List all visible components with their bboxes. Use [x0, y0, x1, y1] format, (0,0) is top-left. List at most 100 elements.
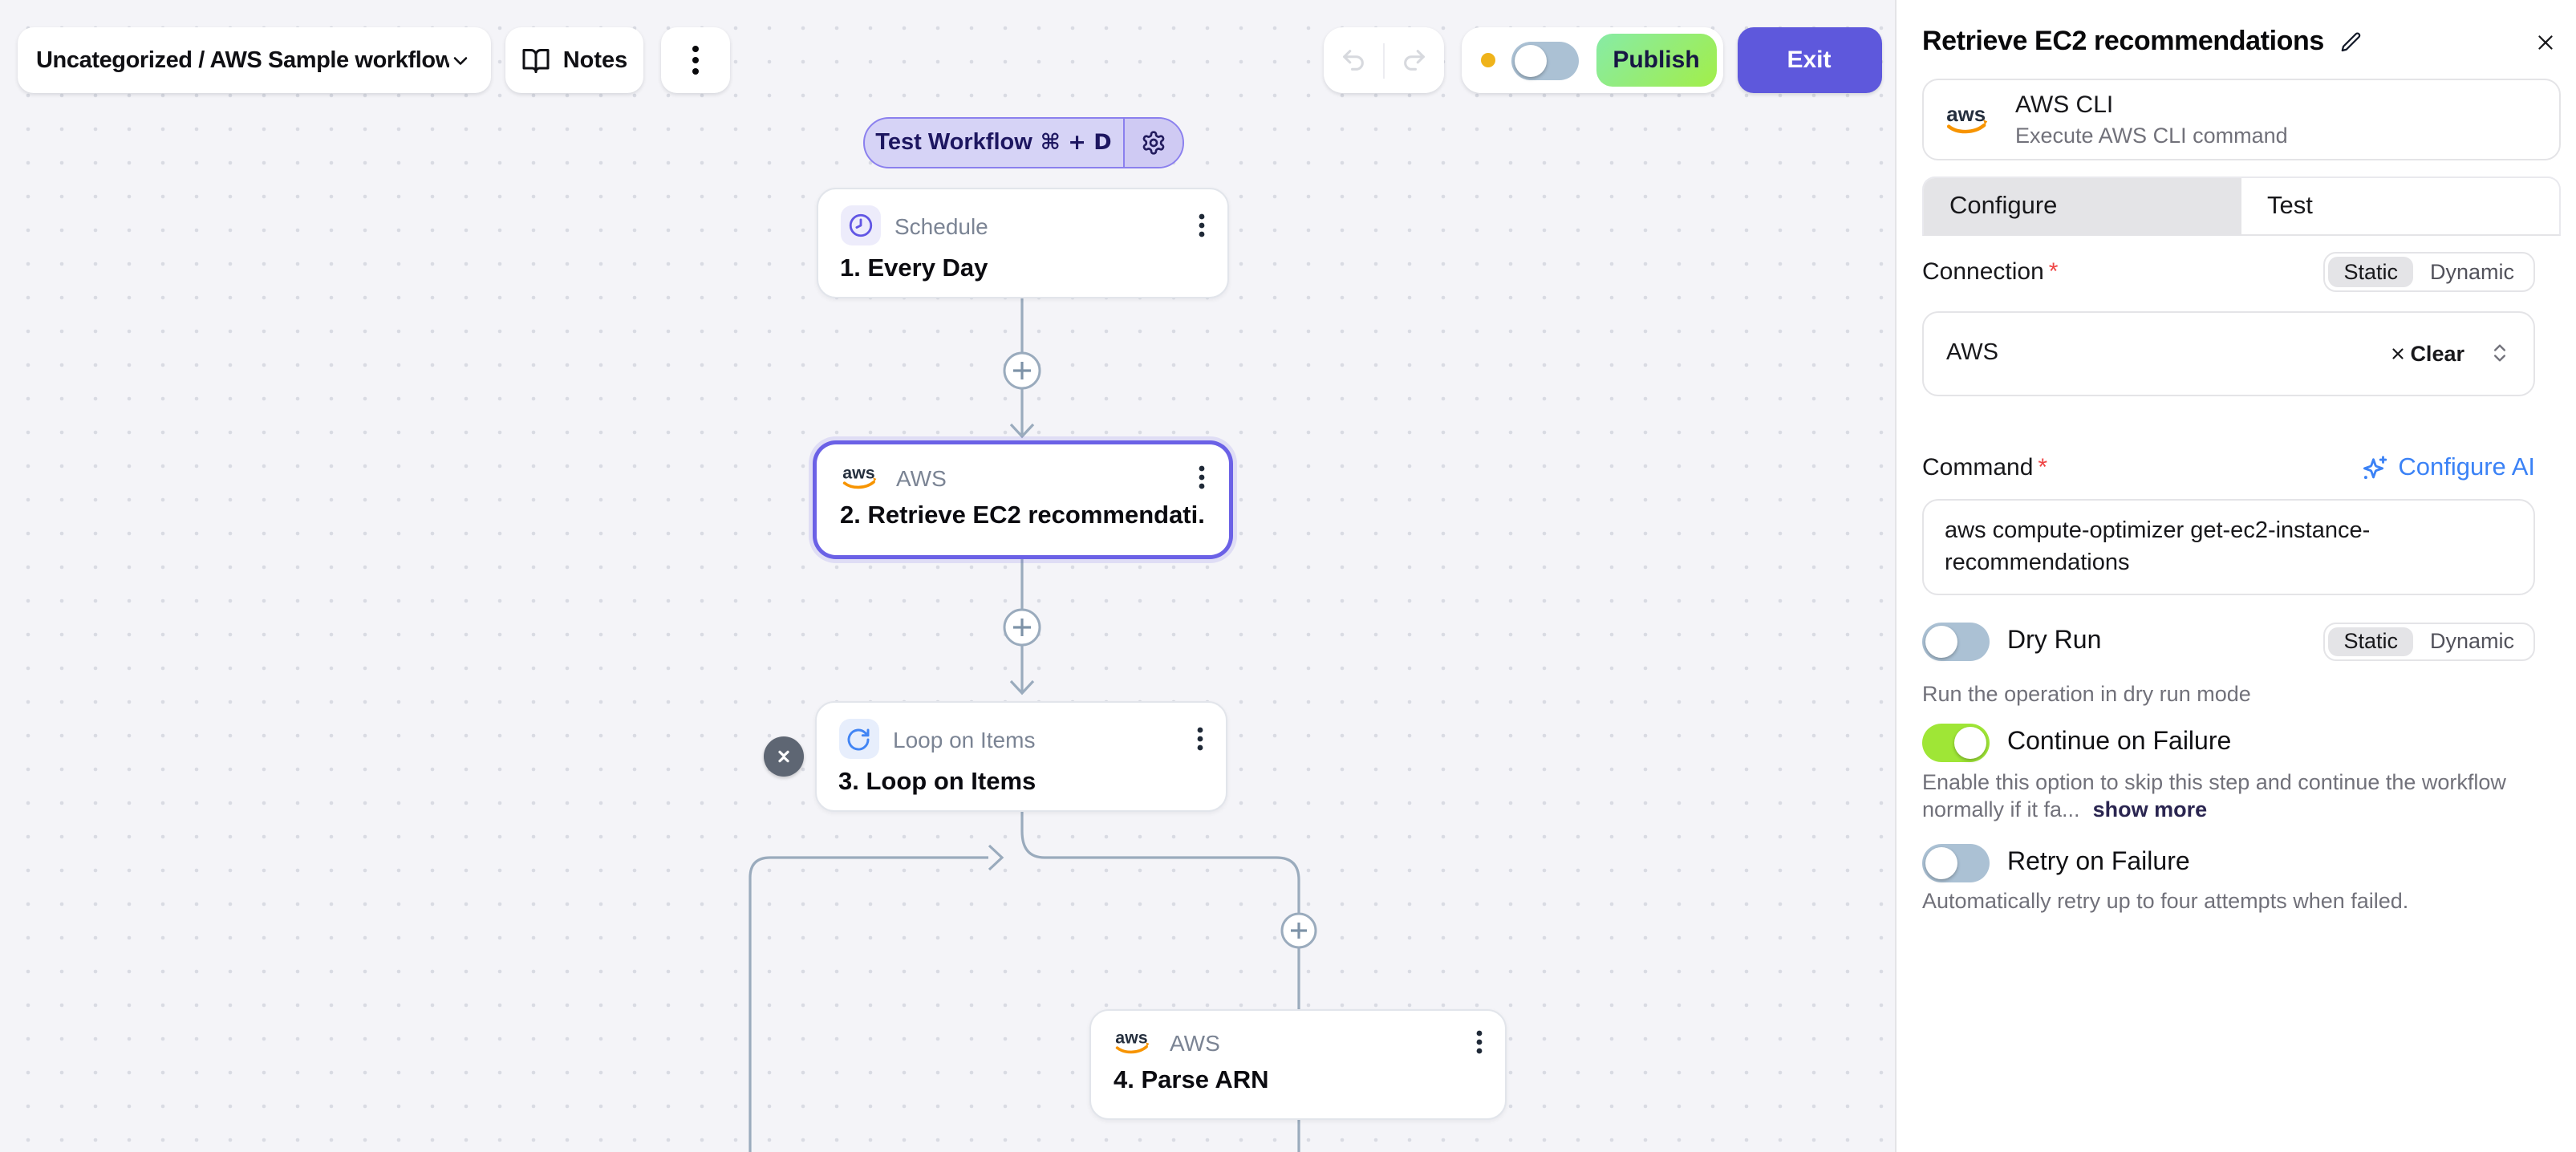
node-menu-icon[interactable]	[1476, 1030, 1483, 1054]
retry-on-failure-help: Automatically retry up to four attempts …	[1922, 889, 2409, 913]
notes-button[interactable]: Notes	[505, 27, 643, 93]
panel-tabs: Configure Test	[1922, 176, 2561, 236]
gear-icon	[1142, 131, 1165, 155]
test-workflow-label: Test Workflow	[875, 130, 1032, 156]
step-node-schedule[interactable]: Schedule 1. Every Day	[816, 188, 1228, 298]
required-asterisk: *	[2038, 454, 2048, 481]
connector-arrow-icon	[1009, 679, 1035, 696]
workflow-connectors	[748, 298, 1317, 1152]
svg-text:aws: aws	[1946, 103, 1986, 126]
workflow-menu-button[interactable]	[661, 27, 729, 93]
piece-description: Execute AWS CLI command	[2015, 124, 2288, 148]
toggle-knob	[1925, 847, 1957, 879]
step-settings-panel: Retrieve EC2 recommendations aws AWS CLI	[1894, 0, 2576, 1152]
pencil-icon	[2342, 31, 2362, 51]
toggle-knob	[1925, 625, 1957, 658]
close-icon	[2538, 34, 2553, 49]
connection-static-option[interactable]: Static	[2327, 257, 2414, 286]
dry-run-toggle[interactable]	[1922, 622, 1990, 661]
publish-group: Publish	[1461, 27, 1722, 93]
step-node-parse-arn[interactable]: aws AWS 4. Parse ARN	[1089, 1009, 1507, 1120]
connection-mode-segmented: Static Dynamic	[2322, 252, 2535, 291]
show-more-link[interactable]: show more	[2092, 797, 2208, 821]
plus-icon	[1013, 619, 1031, 636]
loop-icon	[838, 719, 878, 759]
piece-name: AWS CLI	[2015, 91, 2114, 119]
node-type-label: Loop on Items	[893, 726, 1036, 752]
sparkles-icon	[2363, 455, 2387, 479]
tab-test[interactable]: Test	[2267, 192, 2313, 219]
plus-icon	[1291, 923, 1307, 939]
aws-logo: aws	[1115, 1028, 1150, 1054]
node-menu-icon[interactable]	[1198, 213, 1204, 237]
connector-arrow-icon	[1009, 423, 1035, 439]
aws-logo: aws	[1946, 103, 1988, 134]
step-node-retrieve-ec2[interactable]: aws AWS 2. Retrieve EC2 recommendati...	[816, 444, 1228, 555]
dry-run-mode-segmented: Static Dynamic	[2322, 622, 2535, 661]
panel-title: Retrieve EC2 recommendations	[1922, 26, 2324, 56]
configure-ai-button[interactable]: Configure AI	[2359, 453, 2535, 482]
loop-branch-connector	[1020, 812, 1300, 1009]
node-title: 4. Parse ARN	[1114, 1067, 1269, 1094]
toggle-knob	[1954, 727, 1986, 759]
node-type-label: AWS	[896, 464, 947, 490]
retry-on-failure-label: Retry on Failure	[2007, 849, 2190, 876]
continue-on-failure-help: Enable this option to skip this step and…	[1922, 770, 2506, 821]
add-step-button[interactable]	[1003, 351, 1041, 390]
undo-button[interactable]	[1323, 27, 1383, 93]
connection-select[interactable]: AWS Clear	[1922, 310, 2535, 395]
add-step-button[interactable]	[1280, 912, 1317, 949]
kebab-menu-icon	[692, 46, 699, 75]
continue-on-failure-toggle[interactable]	[1922, 724, 1990, 762]
connector-arrow-icon	[988, 844, 1004, 871]
command-label: Command*	[1922, 454, 2048, 481]
loop-return-connector	[748, 856, 988, 1152]
book-icon	[522, 48, 550, 72]
test-settings-button[interactable]	[1123, 119, 1183, 167]
divider	[1382, 43, 1385, 78]
node-title: 3. Loop on Items	[838, 769, 1036, 796]
command-input[interactable]: aws compute-optimizer get-ec2-instance-r…	[1922, 498, 2535, 594]
close-panel-button[interactable]	[2530, 26, 2561, 57]
redo-button[interactable]	[1385, 27, 1445, 93]
collapse-icon	[777, 749, 789, 762]
dry-run-help: Run the operation in dry run mode	[1922, 682, 2251, 706]
exit-button[interactable]: Exit	[1737, 27, 1881, 93]
step-node-loop[interactable]: Loop on Items 3. Loop on Items	[814, 701, 1227, 812]
edit-title-button[interactable]	[2340, 30, 2364, 54]
plus-icon	[1013, 362, 1031, 379]
redo-icon	[1403, 50, 1425, 71]
notes-label: Notes	[562, 47, 628, 73]
dry-run-label: Dry Run	[2007, 627, 2102, 655]
workflow-canvas[interactable]: Uncategorized / AWS Sample workflow Note…	[0, 0, 1895, 1152]
node-title: 1. Every Day	[840, 255, 988, 282]
collapse-loop-button[interactable]	[763, 736, 803, 776]
node-type-label: Schedule	[895, 213, 988, 238]
publish-button[interactable]: Publish	[1596, 34, 1716, 87]
test-workflow-shortcut: ⌘ + D	[1040, 130, 1112, 156]
dry-run-static-option[interactable]: Static	[2327, 627, 2414, 656]
connection-clear-button[interactable]: Clear	[2389, 341, 2464, 365]
flow-enabled-toggle[interactable]	[1511, 41, 1578, 79]
aws-logo: aws	[842, 464, 876, 489]
svg-text:aws: aws	[1115, 1028, 1147, 1048]
toggle-knob	[1514, 44, 1546, 76]
test-workflow-button[interactable]: Test Workflow ⌘ + D	[862, 117, 1184, 168]
clock-icon	[840, 205, 880, 245]
workflow-name-select[interactable]: Uncategorized / AWS Sample workflow	[17, 27, 491, 93]
node-menu-icon[interactable]	[1198, 465, 1204, 489]
node-menu-icon[interactable]	[1196, 727, 1203, 751]
undo-icon	[1342, 50, 1364, 71]
chevron-down-icon	[453, 56, 468, 64]
retry-on-failure-toggle[interactable]	[1922, 844, 1990, 882]
workflow-name-label: Uncategorized / AWS Sample workflow	[36, 47, 449, 73]
dry-run-dynamic-option[interactable]: Dynamic	[2429, 629, 2514, 654]
required-asterisk: *	[2048, 258, 2059, 286]
node-type-label: AWS	[1170, 1029, 1220, 1055]
tab-configure[interactable]: Configure	[1924, 178, 2241, 234]
add-step-button[interactable]	[1003, 608, 1041, 647]
draft-indicator-dot	[1480, 53, 1495, 67]
connection-dynamic-option[interactable]: Dynamic	[2429, 259, 2514, 284]
connection-value: AWS	[1946, 340, 1998, 366]
clear-x-icon	[2392, 347, 2404, 359]
